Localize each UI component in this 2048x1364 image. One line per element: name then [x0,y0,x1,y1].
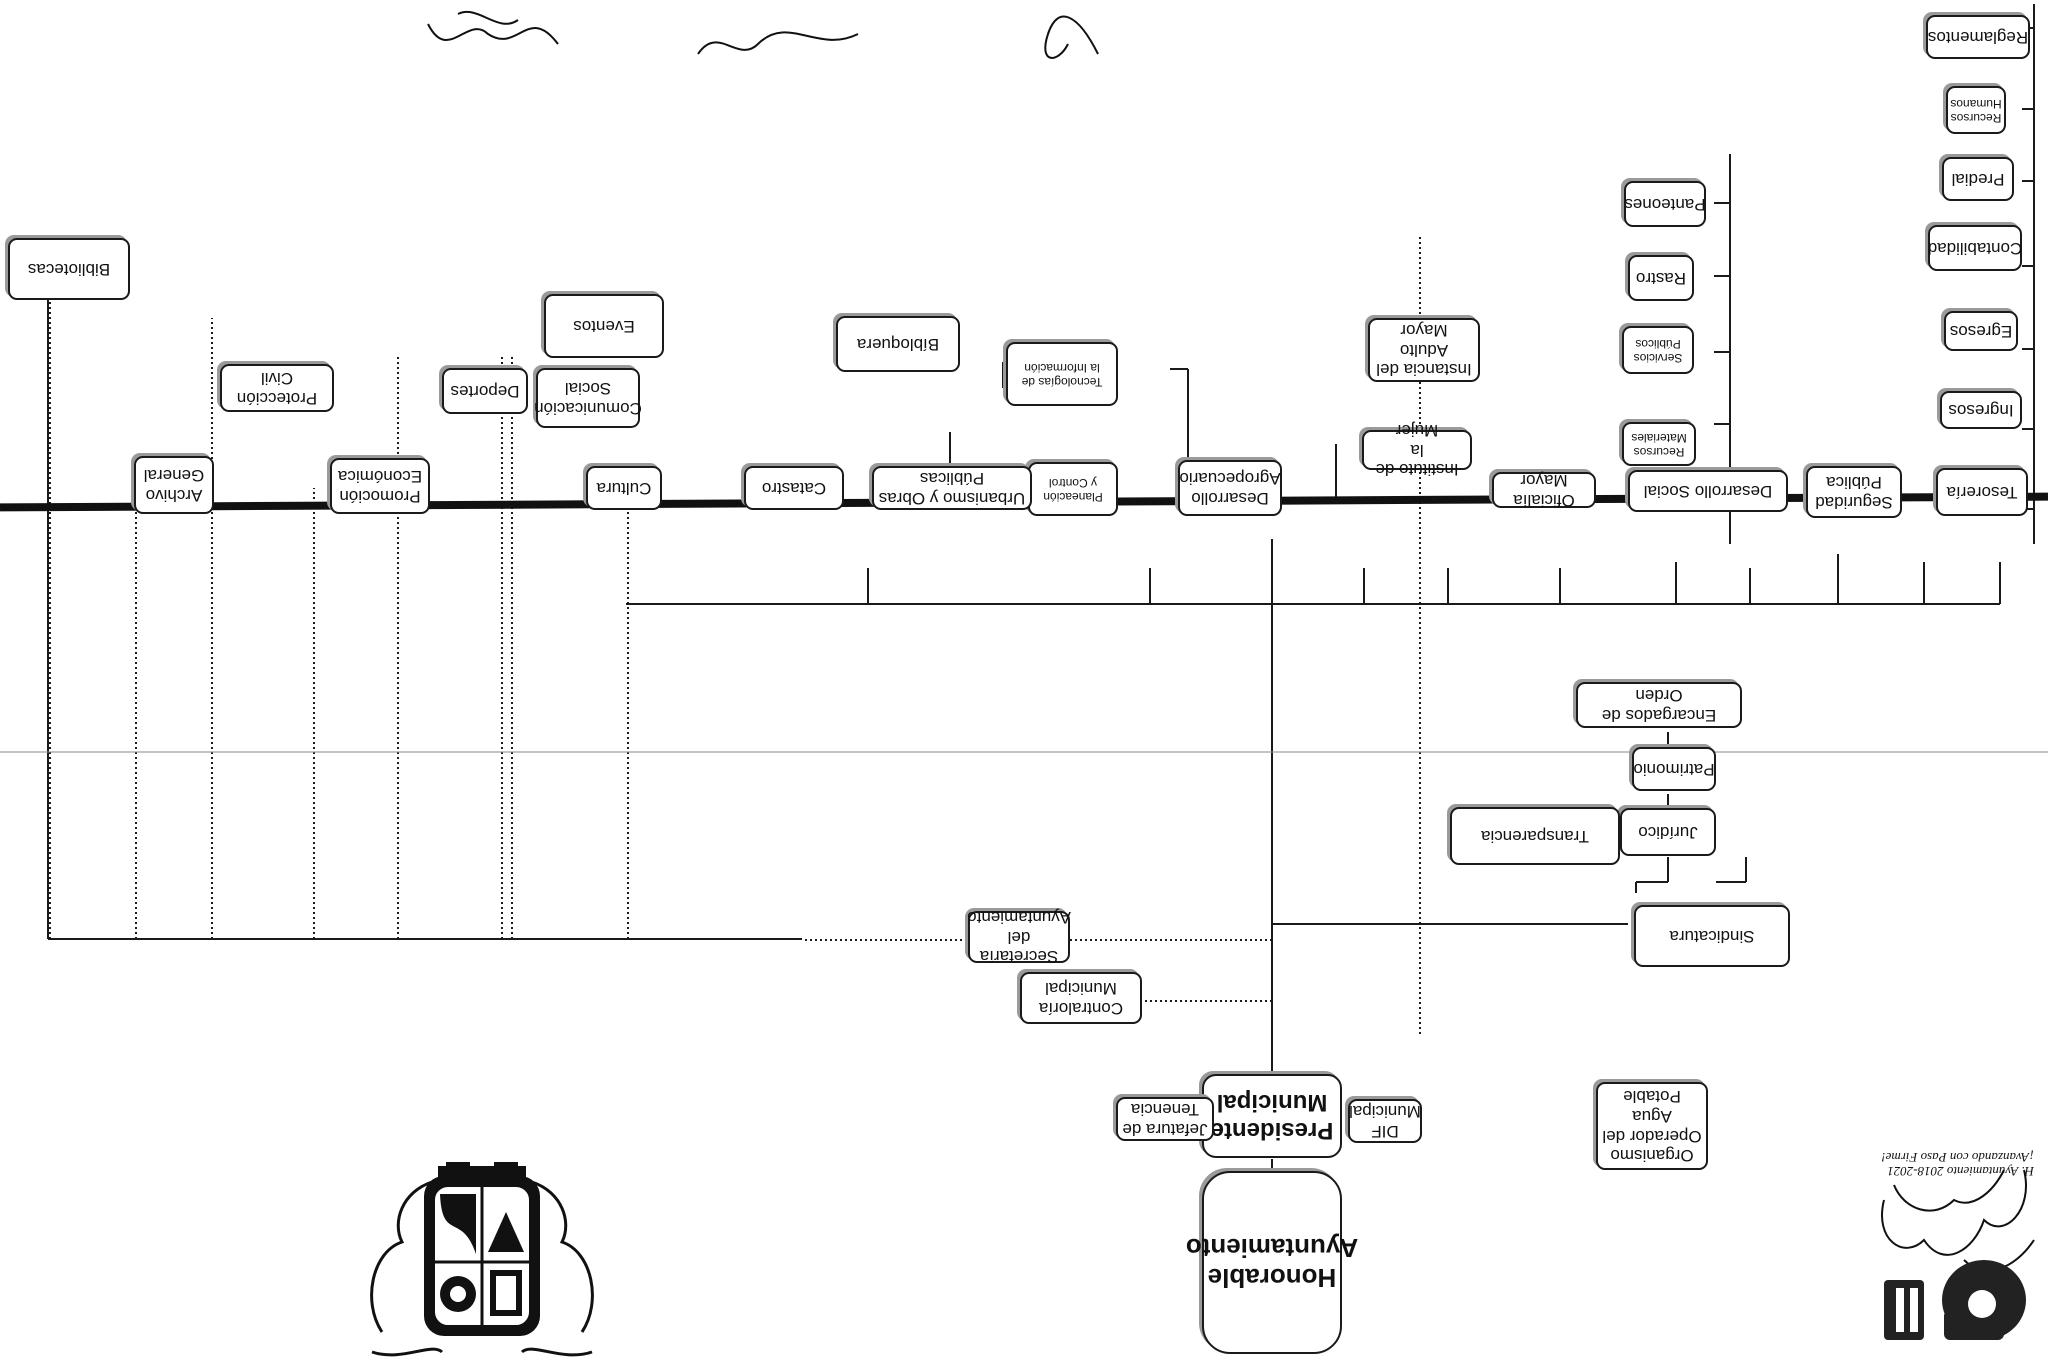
planeacion-control-box: Planeación y Control [1028,462,1118,516]
tesoreria-box: Tesorería [1936,468,2028,516]
presidente-municipal-box: Presidente Municipal [1202,1074,1342,1158]
predial-box: Predial [1942,157,2014,201]
seguridad-publica-box: Seguridad Pública [1806,466,1902,518]
recursos-materiales-box: Recursos Materiales [1622,422,1696,466]
contabilidad-box: Contabilidad [1928,225,2022,271]
juridico-box: Jurídico [1620,808,1716,856]
instancia-adulto-mayor-box: Instancia del Adulto Mayor [1368,318,1480,382]
comunicacion-social-box: Comunicación Social [534,368,642,428]
rastro-box: Rastro [1628,255,1694,301]
catastro-box: Catastro [744,466,844,510]
panteones-box: Panteones [1624,181,1706,227]
egresos-box: Egresos [1944,311,2018,351]
reglamentos-box: Reglamentos [1926,15,2030,59]
ingresos-box: Ingresos [1940,391,2022,429]
jefatura-tenencia-box: Jefatura de Tenencia [1116,1097,1214,1141]
transparencia-box: Transparencia [1450,807,1620,865]
honorable-ayuntamiento-box: Honorable Ayuntamiento [1186,1171,1358,1354]
instituto-mujer-box: Instituto de la Mujer [1362,421,1472,479]
promocion-economica-box: Promoción Económica [330,458,430,514]
encargados-orden-box: Encargados de Orden [1576,682,1742,728]
servicios-publicos-box: Servicios Públicos [1622,326,1694,374]
bitacora-box: Bíbloquera [836,316,960,372]
coat-of-arms-icon [370,1162,594,1357]
cultura-box: Cultura [586,466,662,510]
urbanismo-obras-box: Urbanismo y Obras Públicas [872,466,1032,510]
tecnologias-informacion-box: Tecnologías de la Información [1006,342,1118,406]
proteccion-civil-box: Protección Civil [220,364,334,412]
oficialia-mayor-box: Oficialía Mayor [1492,471,1596,510]
archivo-general-box: Archivo General [134,456,214,514]
dif-municipal-box: DIF Municipal [1348,1099,1422,1143]
sindicatura-box: Sindicatura [1634,905,1790,967]
contraloria-box: Contraloría Municipal [1020,972,1142,1024]
patrimonio-box: Patrimonio [1632,747,1716,791]
signature-icon [427,11,1099,59]
recursos-humanos-box: Recursos Humanos [1946,86,2006,134]
deportes-box: Deportes [442,368,528,414]
eventos-box: Eventos [544,294,664,358]
desarrollo-social-box: Desarrollo Social [1628,470,1788,512]
logo-caption: H. Ayuntamiento 2018-2021 ¡Avanzando con… [1881,1150,2034,1179]
organismo-agua-box: Organismo Operador del Agua Potable [1596,1082,1708,1170]
bibliotecas-box: Bibliotecas [8,238,130,300]
secretaria-ayuntamiento-box: Secretaría del Ayuntamiento [967,908,1071,967]
municipal-logo-icon [1881,1169,2035,1340]
desarrollo-agropecuario-box: Desarrollo Agropecuario [1178,460,1282,516]
